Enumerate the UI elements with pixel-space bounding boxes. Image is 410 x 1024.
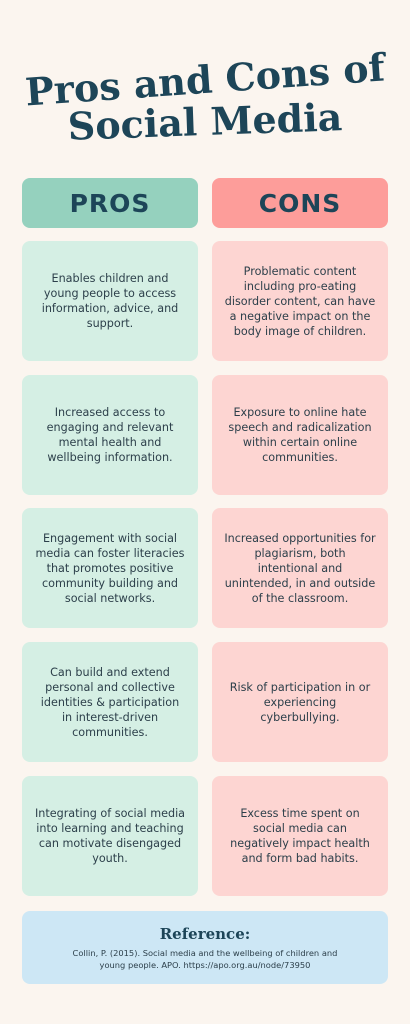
con-card-3: Increased opportunities for plagiarism, … xyxy=(212,508,388,628)
con-card-1: Problematic content including pro-eating… xyxy=(212,241,388,361)
cons-header: CONS xyxy=(212,178,388,228)
reference-title: Reference: xyxy=(159,925,251,943)
pro-card-3: Engagement with social media can foster … xyxy=(22,508,198,628)
pro-card-5: Integrating of social media into learnin… xyxy=(22,776,198,896)
pro-card-1: Enables children and young people to acc… xyxy=(22,241,198,361)
con-card-5: Excess time spent on social media can ne… xyxy=(212,776,388,896)
con-card-4: Risk of participation in or experiencing… xyxy=(212,642,388,762)
pros-header: PROS xyxy=(22,178,198,228)
con-card-2: Exposure to online hate speech and radic… xyxy=(212,375,388,495)
page-title: Pros and Cons of Social Media xyxy=(0,44,410,148)
reference-text: Collin, P. (2015). Social media and the … xyxy=(72,948,338,970)
pro-card-4: Can build and extend personal and collec… xyxy=(22,642,198,762)
reference-box: Reference: Collin, P. (2015). Social med… xyxy=(22,911,388,984)
pro-card-2: Increased access to engaging and relevan… xyxy=(22,375,198,495)
